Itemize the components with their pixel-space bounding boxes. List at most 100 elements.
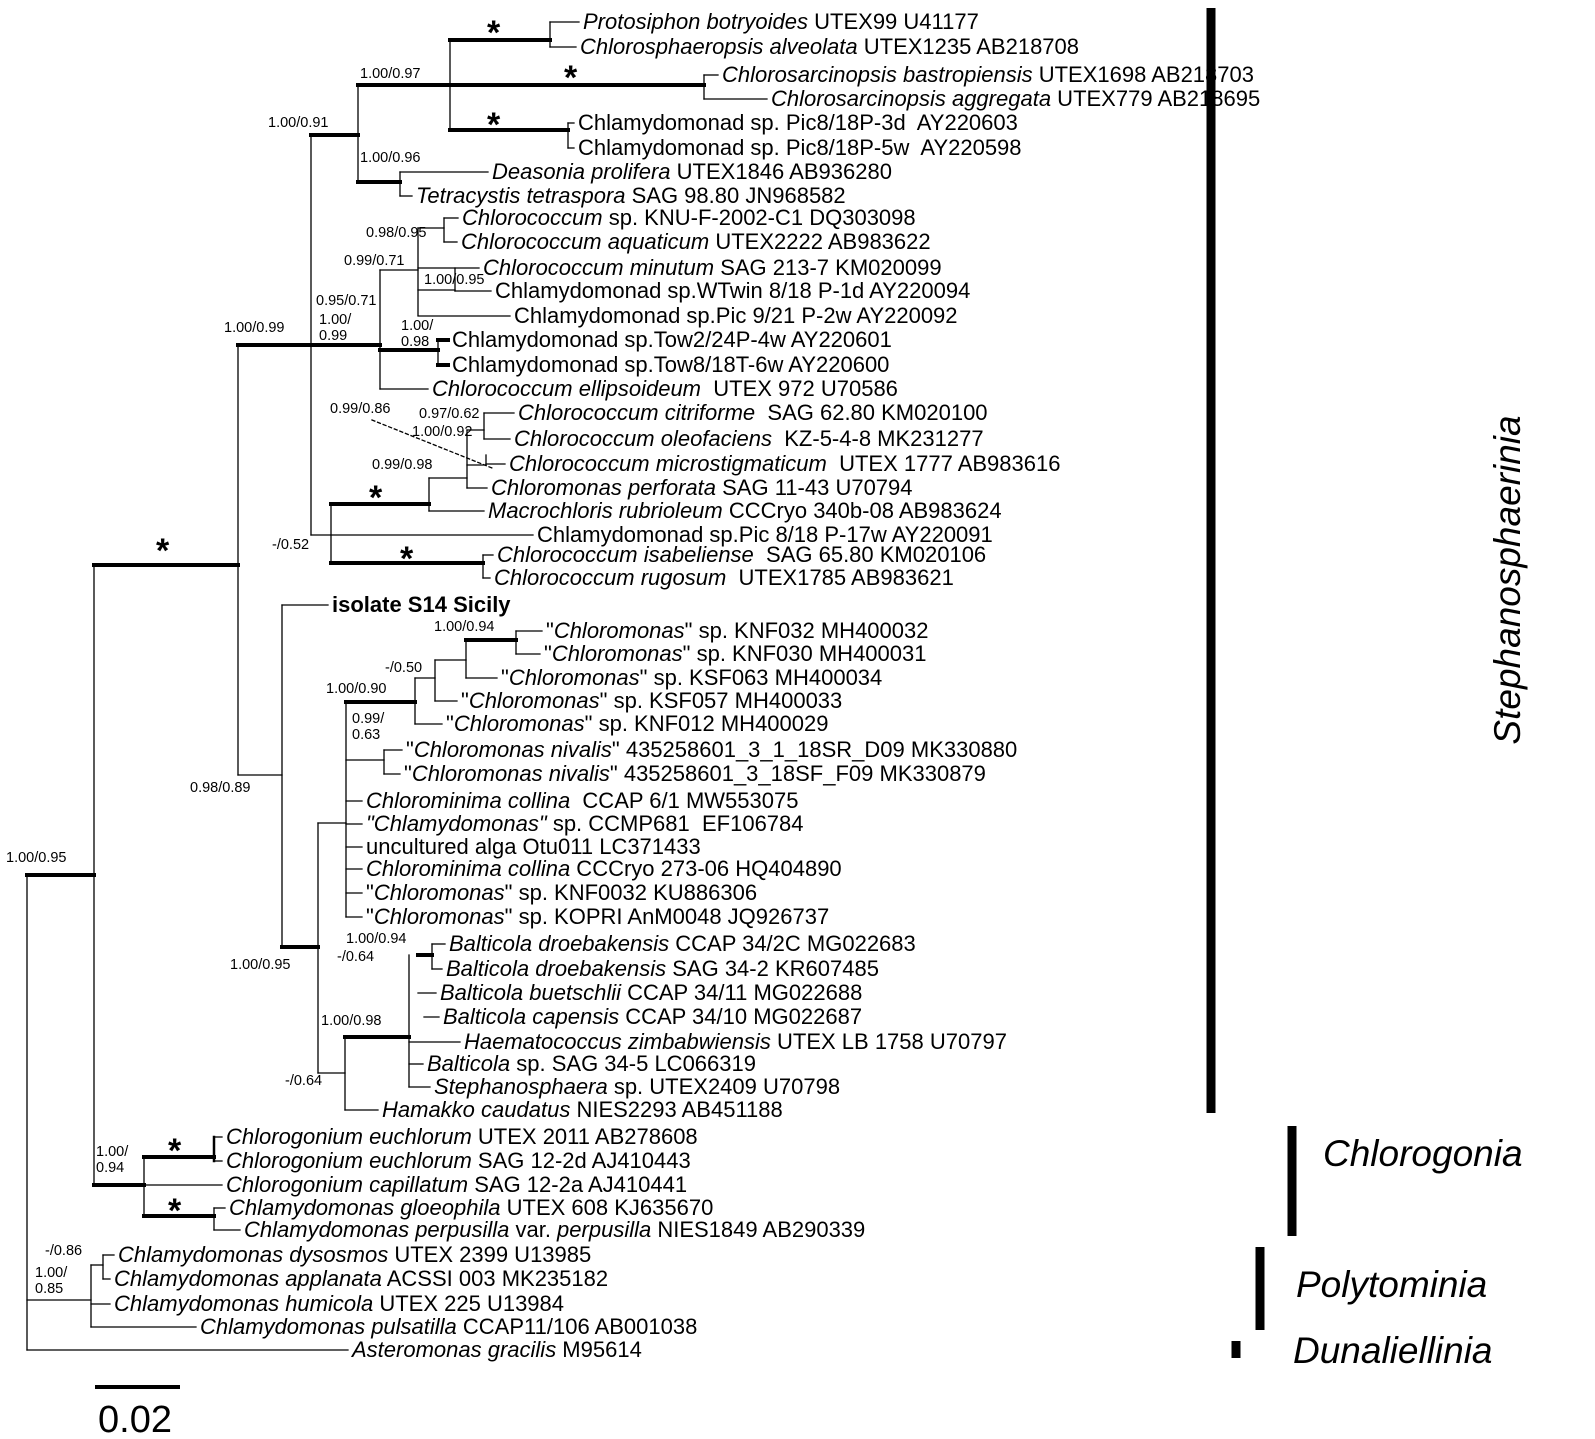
- tip-label: Chlorominima collina CCAP 6/1 MW553075: [366, 788, 798, 813]
- tip-label-part: ACSSI 003 MK235182: [382, 1266, 608, 1291]
- support-value: 1.00/: [96, 1144, 129, 1160]
- tip-label: Chlorococcum microstigmaticum UTEX 1777 …: [509, 451, 1060, 476]
- tip-label-part: Asteromonas gracilis: [350, 1337, 556, 1362]
- tip-label-part: UTEX1846 AB936280: [671, 159, 892, 184]
- tip-label-part: Chlorosphaeropsis alveolata: [580, 34, 858, 59]
- tip-label: Tetracystis tetraspora SAG 98.80 JN96858…: [416, 183, 846, 208]
- tip-label: Chloromonas perforata SAG 11-43 U70794: [491, 475, 913, 500]
- tip-label-part: UTEX 225 U13984: [373, 1291, 564, 1316]
- support-values: 1.00/0.971.00/0.911.00/0.960.98/0.950.99…: [6, 66, 494, 1297]
- tip-label-part: Chlorococcum citriforme: [518, 400, 755, 425]
- support-value: 1.00/0.95: [6, 850, 66, 866]
- support-value: 0.63: [352, 727, 380, 743]
- tip-label-part: CCCryo 340b-08 AB983624: [723, 498, 1002, 523]
- support-value: 0.99: [319, 328, 347, 344]
- tip-label-part: " sp. KNF0032 KU886306: [505, 880, 757, 905]
- tip-label-part: CCAP11/106 AB001038: [457, 1314, 698, 1339]
- tip-label: Balticola droebakensis SAG 34-2 KR607485: [446, 956, 879, 981]
- tip-label-part: uncultured alga Otu011 LC371433: [366, 834, 701, 859]
- tip-label-part: Chlorosarcinopsis aggregata: [771, 86, 1051, 111]
- support-value: 1.00/0.90: [326, 681, 386, 697]
- support-value: 1.00/0.99: [224, 320, 284, 336]
- tip-label: Balticola capensis CCAP 34/10 MG022687: [443, 1004, 862, 1029]
- tip-label: Chlorococcum ellipsoideum UTEX 972 U7058…: [432, 376, 898, 401]
- tip-label-part: CCAP 34/10 MG022687: [619, 1004, 862, 1029]
- tip-label-part: SAG 11-43 U70794: [716, 475, 913, 500]
- support-value: 0.94: [96, 1160, 124, 1176]
- tip-label: Chlorococcum aquaticum UTEX2222 AB983622: [461, 229, 931, 254]
- tip-label-part: UTEX2222 AB983622: [709, 229, 930, 254]
- support-value: 1.00/: [35, 1265, 68, 1281]
- tip-label-part: Balticola droebakensis: [446, 956, 666, 981]
- tip-label-part: Chloromonas: [469, 688, 600, 713]
- tip-label-part: Tetracystis tetraspora: [416, 183, 626, 208]
- tip-label-part: "Chlamydomonas": [366, 811, 548, 836]
- tip-label-part: " sp. KSF063 MH400034: [640, 665, 883, 690]
- tip-label-part: SAG 12-2d AJ410443: [472, 1148, 691, 1173]
- tip-label-part: var.: [509, 1217, 557, 1242]
- support-value: 0.98/0.95: [366, 225, 426, 241]
- tip-label-part: Chlamydomonad sp. Pic8/18P-5w AY220598: [578, 135, 1022, 160]
- tip-label: Balticola sp. SAG 34-5 LC066319: [427, 1051, 756, 1076]
- tip-label-part: NIES2293 AB451188: [570, 1097, 782, 1122]
- tip-label-part: sp. KNU-F-2002-C1 DQ303098: [603, 205, 916, 230]
- tip-label: Chlorogonium capillatum SAG 12-2a AJ4104…: [226, 1172, 687, 1197]
- tip-label: Haematococcus zimbabwiensis UTEX LB 1758…: [464, 1029, 1007, 1054]
- tip-label-part: Chlorococcum rugosum: [494, 565, 726, 590]
- support-value: 0.95/0.71: [316, 293, 376, 309]
- tip-label: "Chloromonas" sp. KSF057 MH400033: [461, 688, 842, 713]
- support-value: 0.99/0.98: [372, 457, 432, 473]
- support-star: *: [400, 540, 414, 578]
- tip-label: Chlamydomonas dysosmos UTEX 2399 U13985: [118, 1242, 591, 1267]
- tip-label-part: Balticola capensis: [443, 1004, 619, 1029]
- support-value: 1.00/0.95: [230, 957, 290, 973]
- tip-label: Chlamydomonad sp. Pic8/18P-3d AY220603: [578, 110, 1018, 135]
- support-value: -/0.52: [272, 537, 309, 553]
- support-value: -/0.64: [337, 949, 374, 965]
- tip-label: Chlorosarcinopsis aggregata UTEX779 AB21…: [771, 86, 1260, 111]
- tip-label-part: CCCryo 273-06 HQ404890: [570, 856, 841, 881]
- tip-label-part: Chlorogonium capillatum: [226, 1172, 468, 1197]
- tip-label: Hamakko caudatus NIES2293 AB451188: [382, 1097, 783, 1122]
- support-star: *: [156, 532, 170, 570]
- tip-label-part: Protosiphon botryoides: [583, 9, 808, 34]
- support-star: *: [487, 106, 501, 144]
- tip-label: Chlamydomonas humicola UTEX 225 U13984: [114, 1291, 564, 1316]
- tip-label: Balticola buetschlii CCAP 34/11 MG022688: [440, 980, 862, 1005]
- tip-label-part: SAG 34-2 KR607485: [666, 956, 879, 981]
- tip-label: Chlorominima collina CCCryo 273-06 HQ404…: [366, 856, 842, 881]
- tip-label-part: ": [461, 688, 469, 713]
- tip-label: Chlorococcum isabeliense SAG 65.80 KM020…: [497, 542, 986, 567]
- support-value: -/0.64: [285, 1073, 322, 1089]
- tip-label-part: Chloromonas nivalis: [414, 737, 612, 762]
- tip-label: Chlamydomonad sp.WTwin 8/18 P-1d AY22009…: [495, 278, 970, 303]
- tip-label-part: Chlamydomonas dysosmos: [118, 1242, 388, 1267]
- tip-label-part: Chloromonas: [552, 641, 683, 666]
- tip-label-part: " 435258601_3_1_18SR_D09 MK330880: [612, 737, 1017, 762]
- tip-label-part: Chlorosarcinopsis bastropiensis: [722, 62, 1033, 87]
- tip-label-part: Chlorococcum isabeliense: [497, 542, 754, 567]
- support-value: 1.00/0.94: [346, 931, 406, 947]
- support-value: 1.00/0.94: [434, 619, 494, 635]
- tip-label-part: SAG 213-7 KM020099: [714, 255, 941, 280]
- tip-label: Chlamydomonad sp.Pic 8/18 P-17w AY220091: [537, 522, 993, 547]
- tip-label: Chlamydomonas applanata ACSSI 003 MK2351…: [114, 1266, 608, 1291]
- tip-label: "Chloromonas" sp. KNF0032 KU886306: [366, 880, 757, 905]
- tip-label-part: ": [404, 761, 412, 786]
- tip-label-part: ": [544, 641, 552, 666]
- support-value: 0.85: [35, 1281, 63, 1297]
- tip-label: "Chloromonas" sp. KOPRI AnM0048 JQ926737: [366, 904, 829, 929]
- tip-label-part: sp. SAG 34-5 LC066319: [510, 1051, 756, 1076]
- tip-label: Chlorosphaeropsis alveolata UTEX1235 AB2…: [580, 34, 1079, 59]
- tip-label: Chlamydomonas perpusilla var. perpusilla…: [244, 1217, 865, 1242]
- tip-label-part: Chloromonas: [509, 665, 640, 690]
- tip-label-part: Chlamydomonad sp.Tow8/18T-6w AY220600: [452, 352, 889, 377]
- tip-label-part: Chloromonas: [374, 880, 505, 905]
- tip-label-part: Chlamydomonad sp. Pic8/18P-3d AY220603: [578, 110, 1018, 135]
- tip-label: Protosiphon botryoides UTEX99 U41177: [583, 9, 979, 34]
- tip-label-part: Chlorominima collina: [366, 788, 570, 813]
- clade-label-chlorogonia: Chlorogonia: [1323, 1133, 1523, 1174]
- tip-label-part: " 435258601_3_18SF_F09 MK330879: [610, 761, 986, 786]
- tip-label-part: ": [546, 618, 554, 643]
- tip-label: Chlamydomonad sp. Pic8/18P-5w AY220598: [578, 135, 1022, 160]
